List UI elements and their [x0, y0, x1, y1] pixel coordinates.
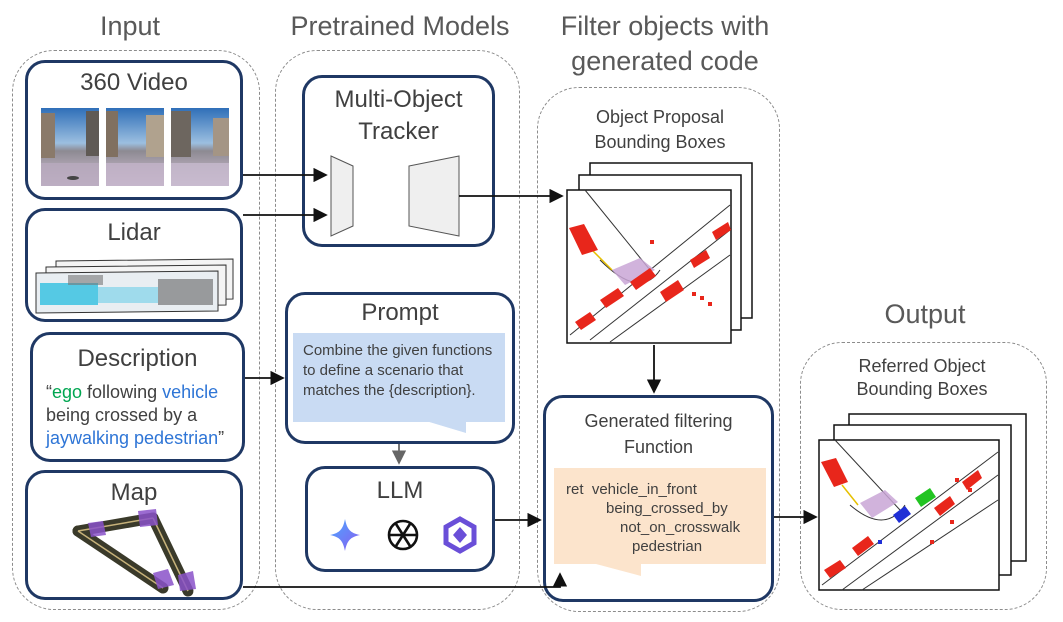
description-box: Description “ego following vehicle being…	[30, 332, 245, 462]
code-line-4: pedestrian	[632, 538, 703, 555]
proposal-front-frame	[566, 189, 732, 344]
code-line-1: ret vehicle_in_front	[566, 481, 697, 498]
description-text: “ego following vehicle being crossed by …	[46, 382, 225, 448]
section-title-input: Input	[99, 11, 161, 41]
map-box: Map	[25, 470, 243, 600]
code-line-3: not_on_crosswalk	[620, 519, 741, 536]
video-frame-3	[171, 108, 229, 186]
referred-ego-box	[893, 506, 911, 523]
video-title: 360 Video	[80, 69, 188, 96]
lidar-scans	[35, 258, 234, 314]
filter-group	[537, 87, 780, 612]
section-title-filter-line1: Filter objects with	[560, 11, 770, 41]
proposal-title-line1: Object Proposal	[595, 107, 725, 127]
function-title-line2: Function	[623, 437, 694, 457]
prompt-title: Prompt	[361, 299, 439, 326]
qwen-icon	[443, 516, 477, 554]
video-frame-2	[106, 108, 164, 186]
section-title-filter-line2: generated code	[571, 46, 759, 76]
description-jaywalking: jaywalking pedestrian	[46, 428, 219, 448]
video-frame-1	[41, 108, 99, 186]
gemini-icon	[330, 519, 360, 551]
map-graphic	[72, 509, 196, 597]
prompt-box: Prompt Combine the given functions to de…	[285, 292, 515, 444]
description-ego: ego	[52, 382, 83, 402]
tracker-box: Multi-Object Tracker	[302, 75, 495, 247]
llm-box: LLM	[305, 466, 495, 572]
openai-icon	[387, 519, 419, 551]
referred-title-line1: Referred Object	[858, 356, 986, 376]
map-title: Map	[110, 479, 158, 506]
tracker-title-line2: Tracker	[358, 118, 439, 145]
output-group	[800, 342, 1047, 610]
lidar-box: Lidar	[25, 208, 243, 322]
video-box: 360 Video	[25, 60, 243, 200]
tracker-encoder-decoder	[330, 155, 460, 237]
referred-front-frame	[818, 439, 1000, 591]
function-title-line1: Generated filtering	[584, 411, 733, 431]
code-bubble	[554, 468, 766, 564]
llm-title: LLM	[376, 477, 424, 504]
referred-pedestrian-box	[915, 488, 936, 507]
tracker-title-line1: Multi-Object	[334, 86, 463, 113]
pretrained-group	[275, 50, 520, 610]
proposal-title-line2: Bounding Boxes	[594, 132, 726, 152]
function-box: Generated filtering Function ret vehicle…	[543, 395, 774, 602]
prompt-bubble: Combine the given functions to define a …	[293, 333, 505, 422]
input-group	[12, 50, 260, 610]
referred-title-line2: Bounding Boxes	[856, 379, 988, 399]
description-title: Description	[77, 345, 198, 372]
section-title-pretrained: Pretrained Models	[290, 11, 510, 41]
lidar-frame-front	[35, 270, 219, 314]
code-line-2: being_crossed_by	[606, 500, 728, 517]
video-frames	[41, 108, 229, 186]
lidar-title: Lidar	[107, 219, 161, 246]
description-vehicle: vehicle	[162, 382, 219, 402]
section-title-output: Output	[884, 299, 966, 329]
